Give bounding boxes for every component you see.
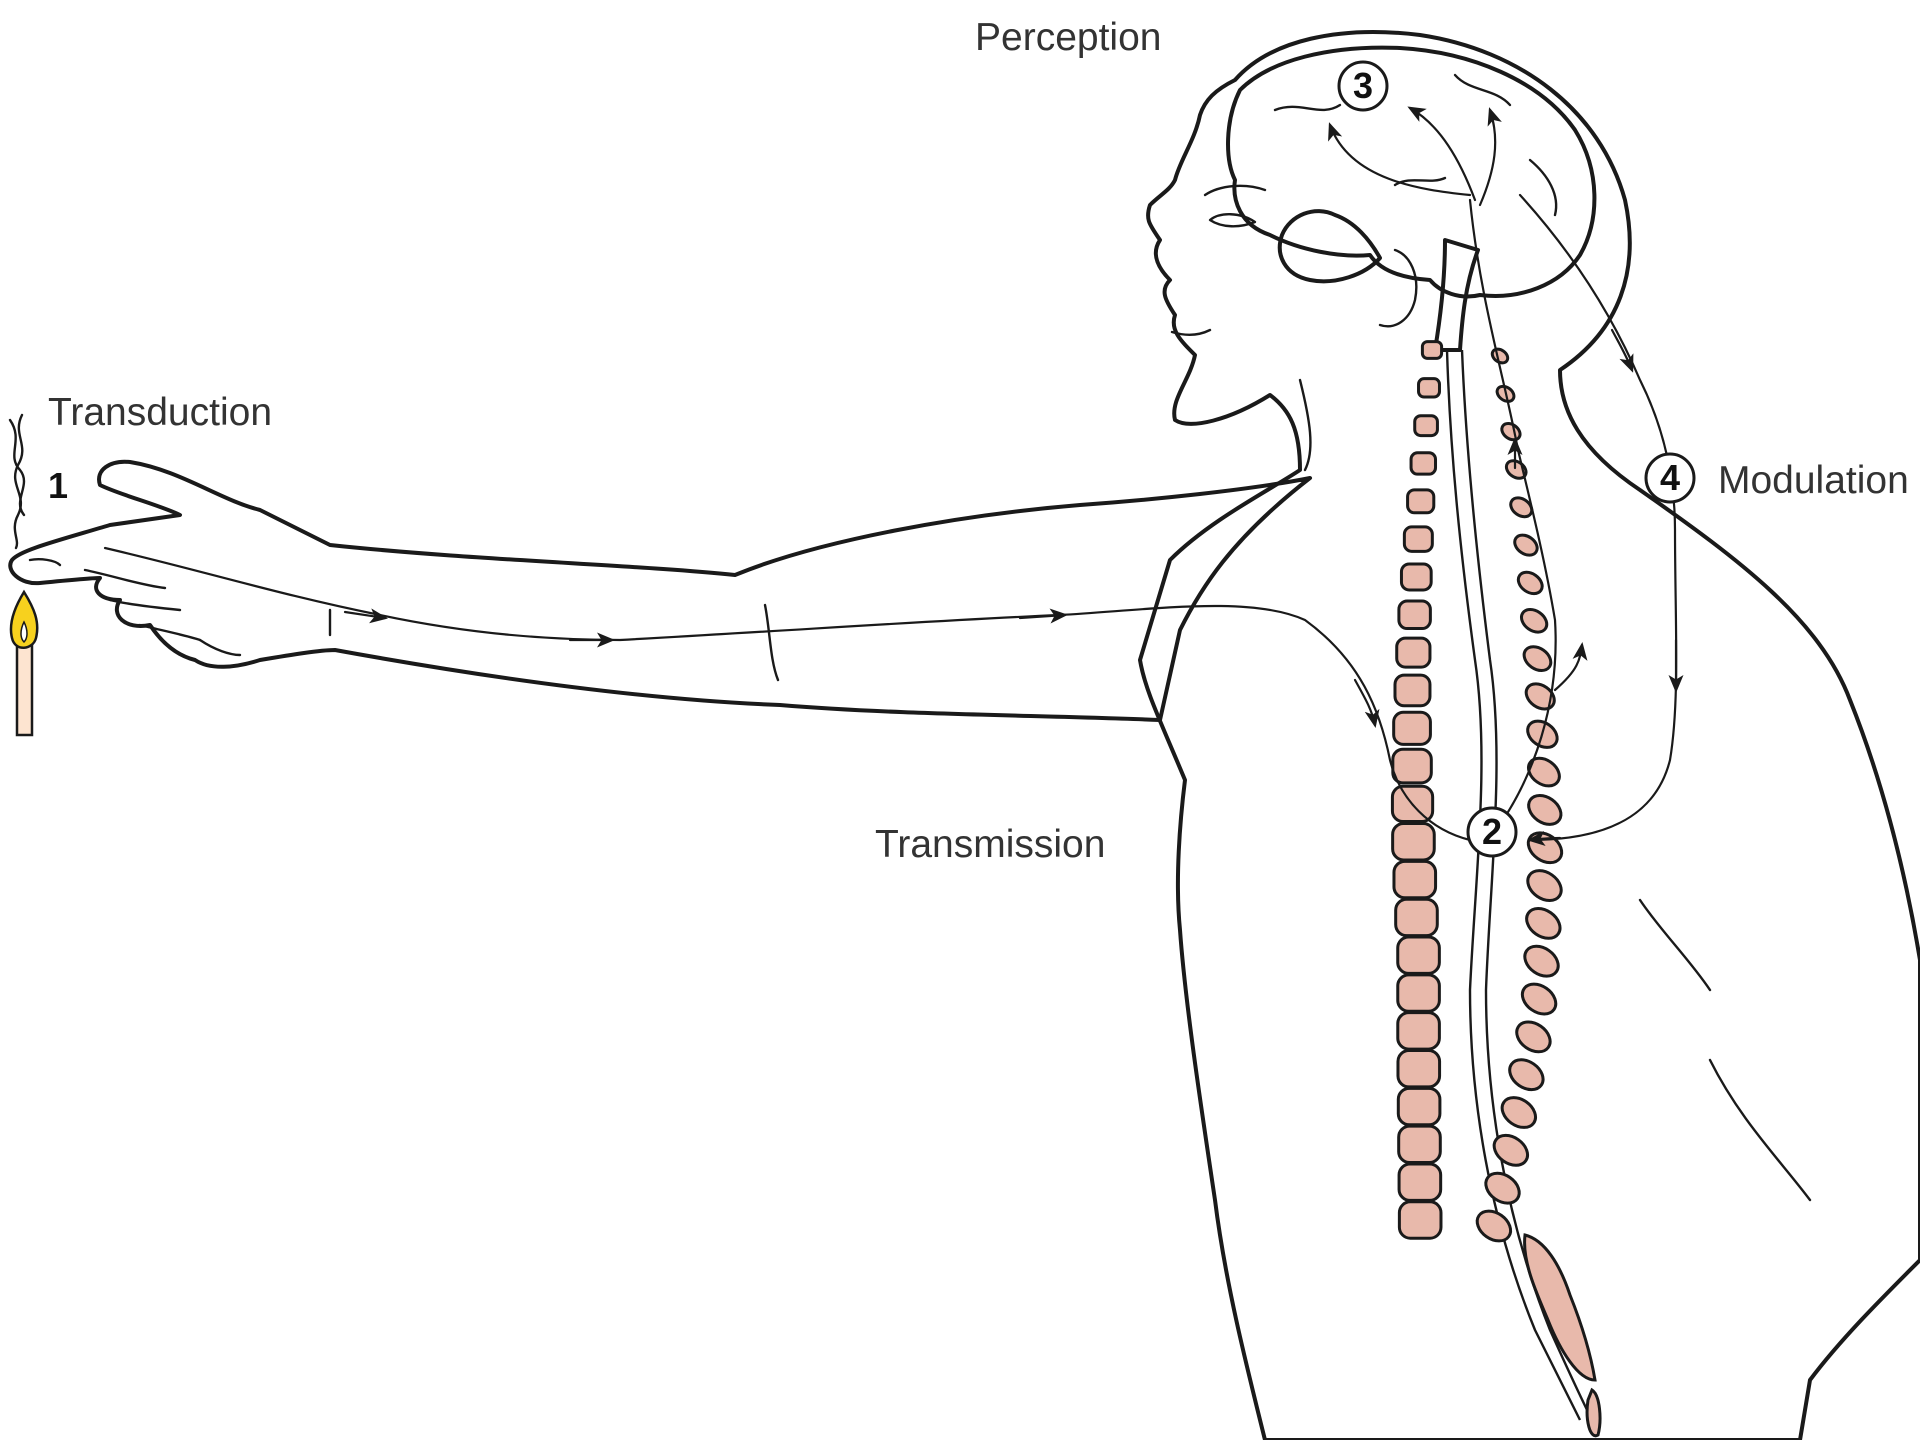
shoulder-crease bbox=[1640, 900, 1710, 990]
mouth bbox=[1172, 330, 1210, 335]
vertebral-body bbox=[1398, 1013, 1440, 1049]
step-markers: 1 2 3 4 bbox=[48, 62, 1694, 856]
fingernail bbox=[30, 559, 60, 565]
spinous-process bbox=[1521, 902, 1566, 944]
finger-line-3 bbox=[140, 625, 200, 640]
match-icon bbox=[17, 645, 32, 735]
vertebral-body bbox=[1396, 899, 1438, 935]
label-transmission: Transmission bbox=[875, 823, 1105, 866]
vertebral-body bbox=[1415, 416, 1438, 436]
vertebral-body bbox=[1408, 490, 1434, 513]
coccyx bbox=[1587, 1390, 1600, 1436]
step-1-number: 1 bbox=[48, 465, 68, 506]
vertebral-body bbox=[1401, 564, 1431, 590]
spinous-process bbox=[1488, 1129, 1533, 1171]
spinous-process bbox=[1517, 605, 1551, 637]
step-4-number: 4 bbox=[1660, 457, 1680, 498]
spinous-process bbox=[1480, 1167, 1525, 1209]
label-transduction: Transduction bbox=[48, 391, 272, 434]
vertebral-body bbox=[1411, 453, 1435, 474]
spinous-process bbox=[1514, 568, 1546, 598]
arm-outline bbox=[10, 462, 1310, 720]
spinous-process bbox=[1511, 1016, 1556, 1058]
spinous-process bbox=[1504, 1054, 1549, 1096]
nerve-pathways bbox=[105, 108, 1676, 840]
label-perception: Perception bbox=[975, 16, 1161, 59]
neck-line bbox=[1300, 380, 1310, 470]
labels: Perception Transduction Modulation Trans… bbox=[48, 16, 1909, 866]
spinous-process bbox=[1496, 1091, 1541, 1133]
vertebral-body bbox=[1393, 824, 1435, 860]
vertebral-body bbox=[1398, 1088, 1440, 1124]
descend-arrow-1 bbox=[1612, 330, 1632, 370]
vertebral-body bbox=[1404, 527, 1432, 551]
brain-fold-1 bbox=[1275, 105, 1340, 110]
vertebral-body bbox=[1398, 1050, 1440, 1086]
brain-fold-3 bbox=[1530, 160, 1556, 215]
brain-fan-2 bbox=[1410, 108, 1475, 200]
transmission-pathway bbox=[105, 548, 1470, 840]
spinous-process bbox=[1519, 940, 1564, 982]
elbow-crease bbox=[765, 605, 778, 680]
brain-fan-1 bbox=[1330, 125, 1470, 195]
vertebral-body bbox=[1399, 1126, 1441, 1162]
vertebral-body bbox=[1398, 937, 1440, 973]
spinous-process bbox=[1522, 864, 1567, 906]
human-body bbox=[10, 32, 1920, 1440]
ascend-arrow-1 bbox=[1555, 645, 1582, 690]
vertebral-body bbox=[1399, 601, 1430, 629]
flame-core bbox=[21, 622, 27, 642]
spinous-process bbox=[1523, 790, 1566, 831]
vertebral-body bbox=[1393, 749, 1431, 783]
brain-fold-2 bbox=[1455, 75, 1510, 105]
vertebral-body bbox=[1399, 1164, 1441, 1200]
spinous-process bbox=[1499, 420, 1523, 443]
spinous-process bbox=[1523, 827, 1568, 869]
vertebral-body bbox=[1395, 675, 1430, 706]
knuckle-line bbox=[200, 640, 240, 655]
vertebral-body bbox=[1419, 379, 1440, 397]
sacrum bbox=[1525, 1235, 1595, 1380]
spinous-process bbox=[1472, 1205, 1517, 1247]
spine bbox=[1392, 342, 1600, 1436]
vertebral-body bbox=[1399, 1202, 1441, 1238]
brain-fan-3 bbox=[1480, 110, 1495, 205]
brain bbox=[1228, 48, 1594, 350]
finger-line-2 bbox=[110, 600, 180, 610]
spinous-process bbox=[1520, 642, 1556, 676]
back-contour bbox=[1710, 1060, 1810, 1200]
step-3-number: 3 bbox=[1353, 65, 1373, 106]
vertebral-body bbox=[1422, 342, 1441, 359]
step-2-number: 2 bbox=[1482, 811, 1502, 852]
vertebral-body bbox=[1394, 861, 1436, 897]
vertebral-body bbox=[1398, 975, 1440, 1011]
spinous-process bbox=[1517, 978, 1562, 1020]
label-modulation: Modulation bbox=[1718, 459, 1909, 502]
spinous-process bbox=[1511, 531, 1541, 559]
vertebral-body bbox=[1397, 638, 1430, 667]
vertebral-body bbox=[1394, 712, 1431, 744]
ear bbox=[1380, 250, 1416, 326]
